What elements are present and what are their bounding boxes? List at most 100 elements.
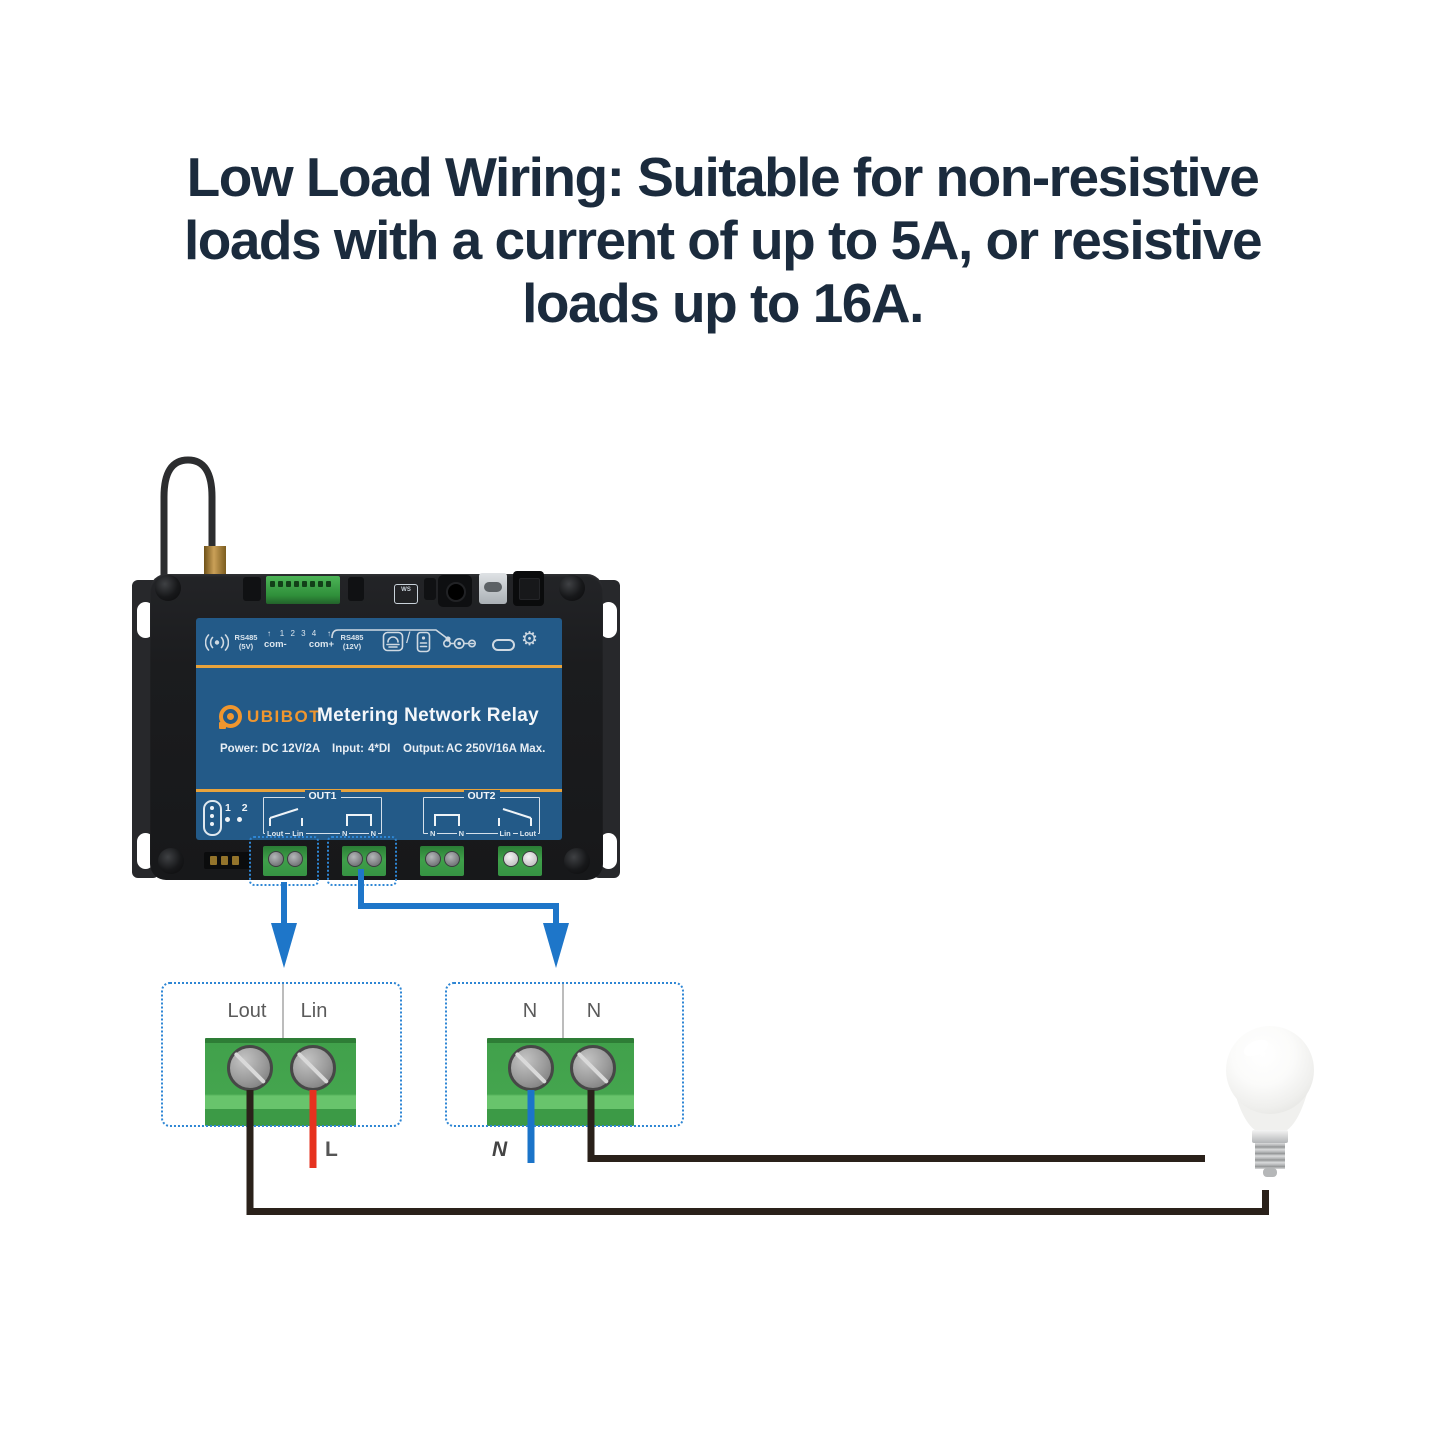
- case-screw: [564, 848, 590, 874]
- terminal-label-n2: N: [586, 1000, 602, 1022]
- switch-open-icon: [269, 808, 303, 826]
- zoom-box-lout-lin: [161, 982, 402, 1127]
- title-line-3: loads up to 16A.: [522, 272, 924, 334]
- output-label: Output:: [403, 743, 445, 755]
- case-screw: [155, 575, 181, 601]
- terminal-screw: [268, 851, 284, 867]
- switch-open-icon: [498, 808, 532, 826]
- dc-jack: [438, 575, 472, 607]
- output-value: AC 250V/16A Max.: [446, 743, 546, 755]
- rs485-label: RS485: [340, 633, 364, 642]
- title-line-2: loads with a current of up to 5A, or res…: [183, 209, 1263, 271]
- terminal-label: Lout: [265, 829, 286, 838]
- terminal-label: N: [428, 829, 438, 838]
- up-arrow-icon: ↑: [267, 629, 271, 638]
- rs485-12v-label: RS485 (12V): [338, 633, 366, 651]
- elbow-arrow-icon: [358, 869, 569, 968]
- brand-name: UBIBOT: [247, 707, 322, 726]
- rs485-voltage: (5V): [238, 641, 254, 651]
- rs485-voltage: (12V): [342, 641, 362, 651]
- out2-diagram: OUT2 N N Lin Lout: [423, 790, 540, 838]
- down-arrow-icon: [271, 882, 297, 968]
- relay-numbers: 1 2: [225, 802, 252, 814]
- led-indicator-icon: [203, 800, 222, 836]
- product-name: Metering Network Relay: [317, 705, 539, 726]
- rs485-label: RS485: [234, 633, 258, 642]
- di-numbers: 1 2 3 4: [279, 629, 319, 638]
- zoom-screw-lout: [227, 1045, 273, 1091]
- com-plus-label: com+: [308, 639, 334, 650]
- terminal-screw: [425, 851, 441, 867]
- antenna-icon: [160, 456, 216, 584]
- orange-divider: [196, 665, 562, 668]
- input-label: Input:: [332, 743, 364, 755]
- orange-divider: [196, 789, 562, 792]
- rs485-5v-label: RS485 (5V): [233, 633, 259, 651]
- input-value: 4*DI: [368, 743, 391, 755]
- wire-black-lout: [246, 1090, 1269, 1215]
- label-divider: [282, 984, 284, 1038]
- mounting-hole: [600, 833, 617, 869]
- out2-bridge-labels: N N: [428, 829, 466, 838]
- bridge-icon: [346, 814, 372, 826]
- case-screw: [559, 575, 585, 601]
- top-post: [424, 578, 436, 600]
- com-terminal-labels: ↑ 1 2 3 4 ↑ com- com+: [264, 629, 334, 650]
- mounting-hole: [137, 833, 154, 869]
- antenna-connector: [204, 546, 226, 582]
- out1-diagram: OUT1 Lout Lin N N: [263, 790, 382, 838]
- slash-divider: /: [406, 630, 411, 647]
- ws-connector: WS: [394, 584, 418, 604]
- out2-switch-labels: Lin Lout: [497, 829, 538, 838]
- zoom-screw-n1: [508, 1045, 554, 1091]
- power-plug-icon: [442, 638, 476, 649]
- usb-port: [479, 573, 507, 604]
- device-terminal-out2-l: [498, 846, 542, 876]
- terminal-label: Lout: [517, 829, 538, 838]
- terminal-screw: [444, 851, 460, 867]
- sim-slot: [204, 852, 250, 869]
- com-minus-label: com-: [264, 639, 287, 650]
- signal-icon: [205, 634, 229, 651]
- power-value: DC 12V/2A: [262, 743, 321, 755]
- label-divider: [562, 984, 564, 1038]
- light-bulb: [1226, 1026, 1314, 1177]
- mounting-hole: [137, 602, 154, 638]
- terminal-screw: [366, 851, 382, 867]
- zoom-box-n-n: [445, 982, 684, 1127]
- wire-black-n: [587, 1090, 1205, 1162]
- bridge-icon: [434, 814, 460, 826]
- ubibot-logo-icon: [219, 705, 242, 729]
- gear-icon: ⚙: [521, 628, 539, 650]
- case-screw: [158, 848, 184, 874]
- wall-meter-icon: [416, 631, 431, 653]
- top-post: [348, 577, 364, 601]
- out1-switch-labels: Lout Lin: [265, 829, 306, 838]
- neutral-wire-label: N: [492, 1138, 508, 1161]
- ws-label: WS: [401, 587, 411, 593]
- terminal-screw: [522, 851, 538, 867]
- terminal-label-n1: N: [522, 1000, 538, 1022]
- top-terminal-block: [266, 576, 340, 604]
- up-arrow-icon: ↑: [327, 629, 331, 638]
- mounting-hole: [600, 602, 617, 638]
- terminal-screw: [347, 851, 363, 867]
- out2-title: OUT2: [463, 790, 500, 802]
- out1-title: OUT1: [304, 790, 341, 802]
- device-terminal-out2-n: [420, 846, 464, 876]
- terminal-label: N: [368, 829, 378, 838]
- title-line-1: Low Load Wiring: Suitable for non-resist…: [186, 146, 1260, 208]
- terminal-label: N: [340, 829, 350, 838]
- relay-status-dots: [225, 817, 242, 822]
- top-post: [243, 577, 261, 601]
- reset-button: [513, 571, 544, 606]
- out1-bridge-labels: N N: [340, 829, 378, 838]
- terminal-label: N: [456, 829, 466, 838]
- terminal-screw: [287, 851, 303, 867]
- zoom-screw-n2: [570, 1045, 616, 1091]
- terminal-label-lout: Lout: [227, 1000, 267, 1022]
- terminal-label: Lin: [290, 829, 306, 838]
- front-panel: RS485 (5V) ↑ 1 2 3 4 ↑ com- com+ RS485 (…: [196, 618, 562, 840]
- zoom-screw-lin: [290, 1045, 336, 1091]
